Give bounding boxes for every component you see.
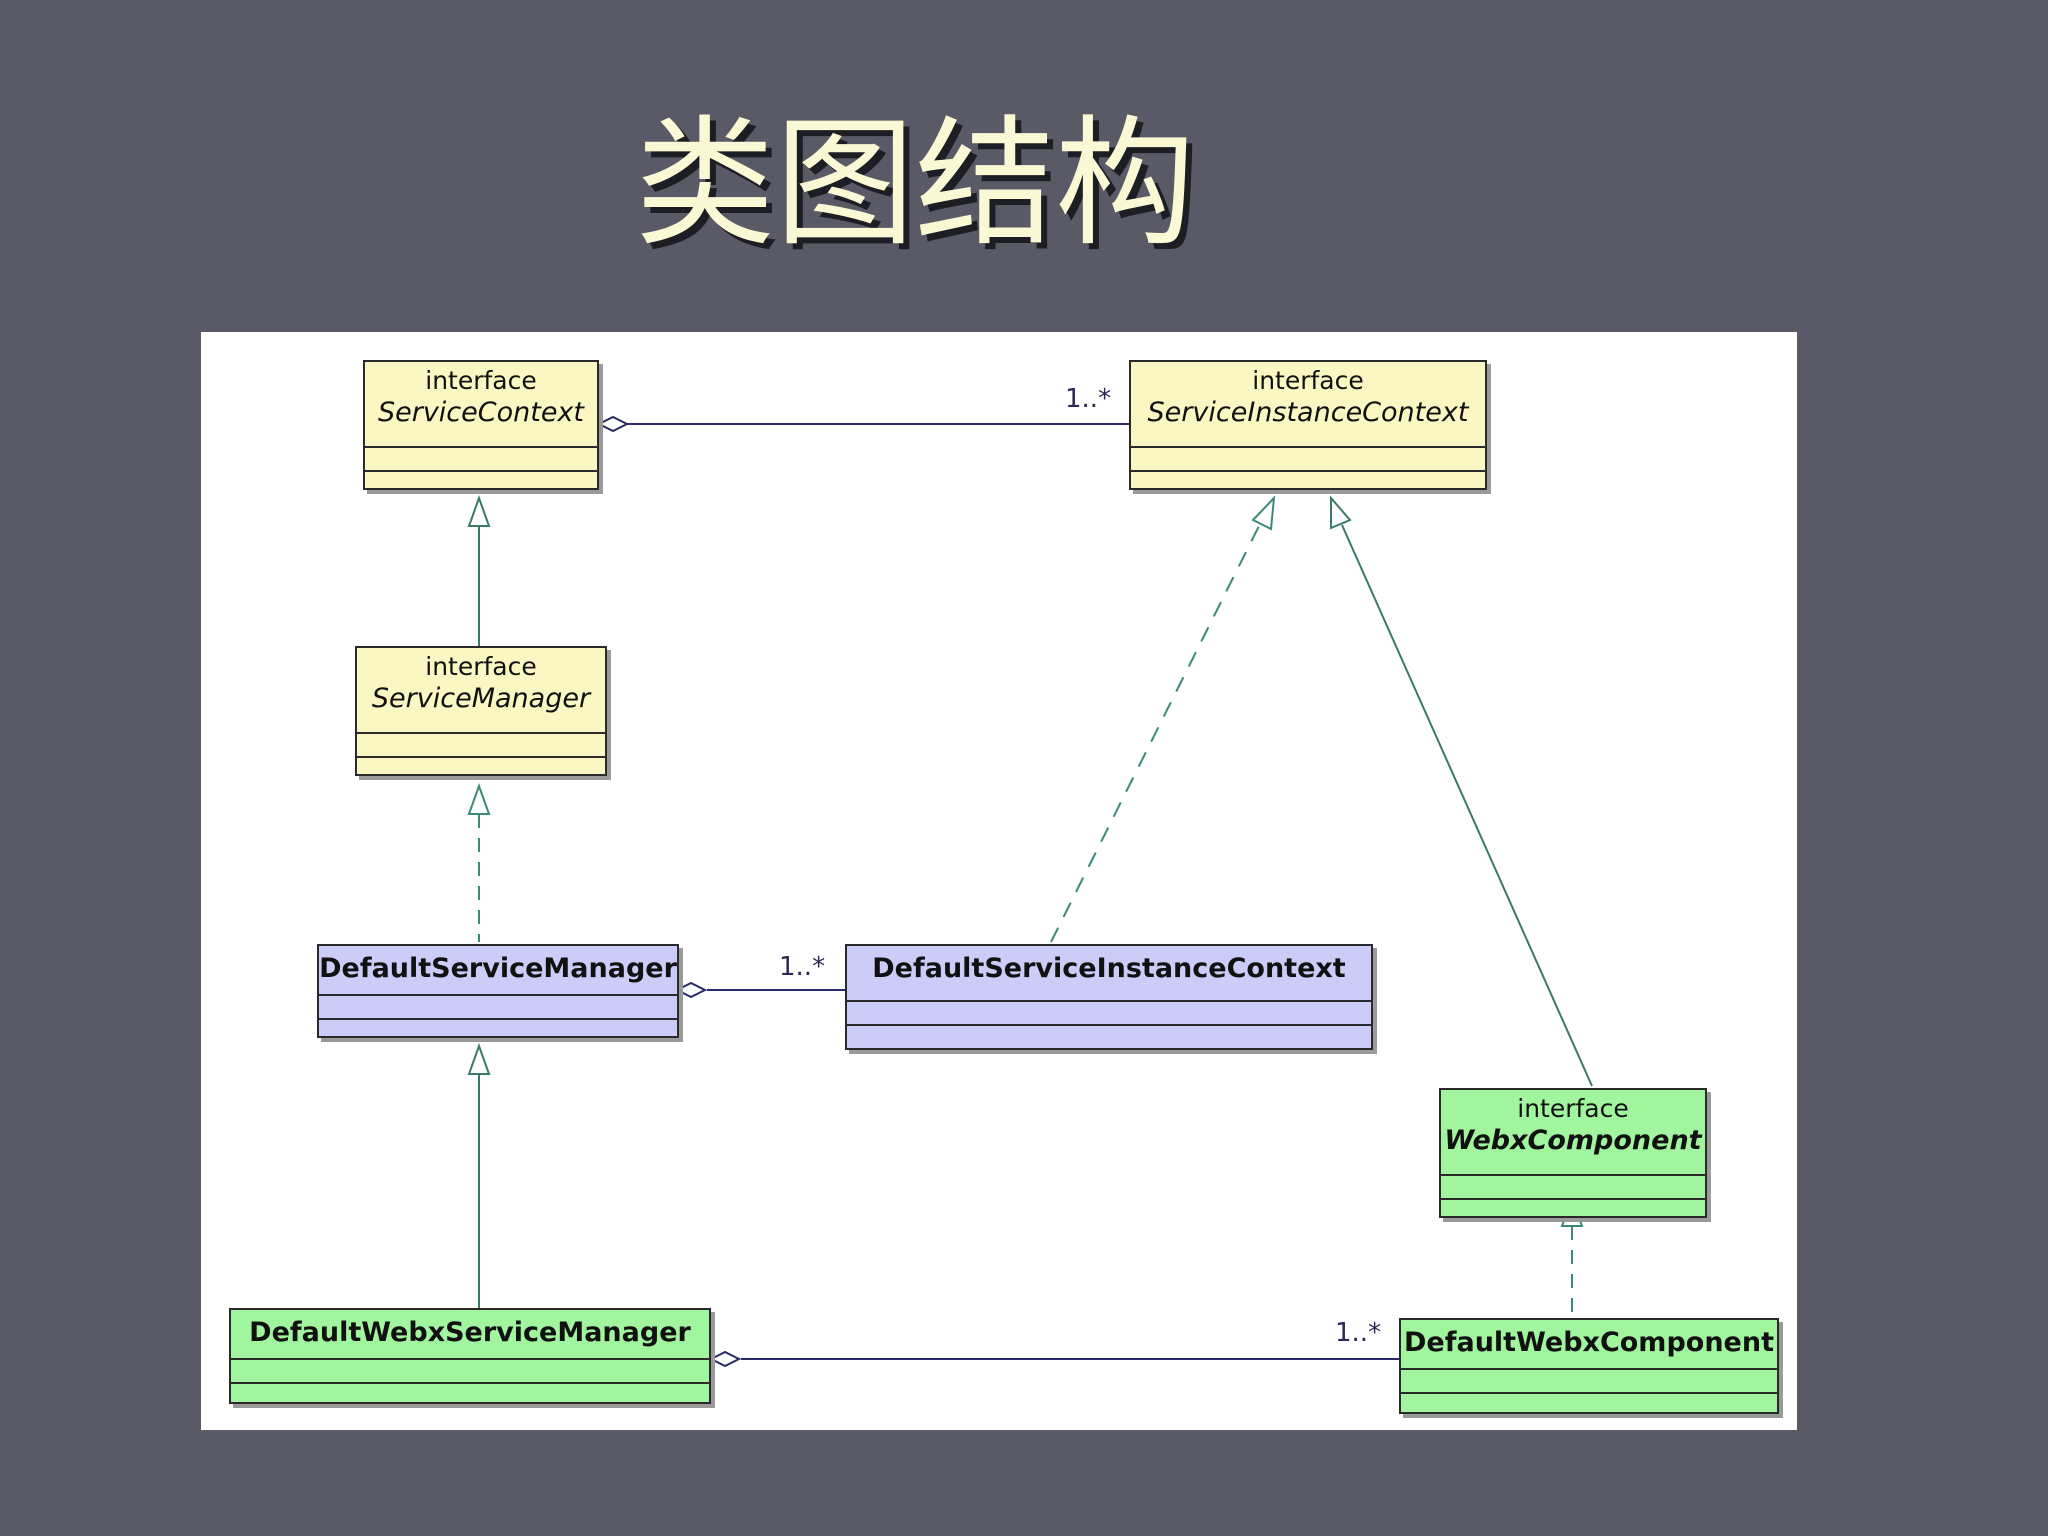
class-name: DefaultServiceInstanceContext (872, 953, 1346, 984)
class-box-defaultwebxcomponent[interactable]: DefaultWebxComponent (1399, 1318, 1779, 1414)
class-name: DefaultServiceManager (319, 953, 677, 984)
attributes-compartment (1131, 446, 1485, 470)
class-header: interface ServiceContext (365, 362, 597, 446)
generalization-webxmanager-defaultmanager (467, 1043, 491, 1310)
class-header: DefaultServiceInstanceContext (847, 946, 1371, 1000)
class-name: ServiceInstanceContext (1147, 397, 1469, 428)
multiplicity-label: 1..* (1335, 1318, 1382, 1348)
multiplicity-label: 1..* (1065, 384, 1112, 414)
operations-compartment (231, 1382, 709, 1406)
attributes-compartment (847, 1000, 1371, 1024)
class-box-webxcomponent[interactable]: interface WebxComponent (1439, 1088, 1707, 1218)
attributes-compartment (319, 994, 677, 1018)
operations-compartment (847, 1024, 1371, 1048)
stereotype-label: interface (425, 652, 537, 681)
class-name: WebxComponent (1444, 1125, 1702, 1156)
class-header: DefaultWebxServiceManager (231, 1310, 709, 1358)
aggregation-defaultmanager-defaultinstancecontext (674, 981, 845, 999)
class-box-defaultserviceinstancecontext[interactable]: DefaultServiceInstanceContext (845, 944, 1373, 1050)
attributes-compartment (231, 1358, 709, 1382)
class-header: DefaultWebxComponent (1401, 1320, 1777, 1368)
class-name: DefaultWebxComponent (1404, 1327, 1774, 1358)
uml-diagram-canvas: interface ServiceContext interface Servi… (201, 332, 1797, 1430)
stereotype-label: interface (1252, 366, 1364, 395)
operations-compartment (1441, 1198, 1705, 1222)
operations-compartment (365, 470, 597, 494)
class-box-serviceinstancecontext[interactable]: interface ServiceInstanceContext (1129, 360, 1487, 490)
attributes-compartment (1441, 1174, 1705, 1198)
attributes-compartment (1401, 1368, 1777, 1392)
operations-compartment (1131, 470, 1485, 494)
realization-defaultservicemanager-servicemanager (467, 783, 491, 942)
operations-compartment (319, 1018, 677, 1042)
class-box-servicemanager[interactable]: interface ServiceManager (355, 646, 607, 776)
class-header: interface ServiceManager (357, 648, 605, 732)
attributes-compartment (357, 732, 605, 756)
stereotype-label: interface (1517, 1094, 1629, 1123)
stereotype-label: interface (425, 366, 537, 395)
class-box-servicecontext[interactable]: interface ServiceContext (363, 360, 599, 490)
class-box-defaultwebxservicemanager[interactable]: DefaultWebxServiceManager (229, 1308, 711, 1404)
class-name: DefaultWebxServiceManager (249, 1317, 691, 1348)
realization-defaultinstancecontext-instancecontext (1050, 495, 1276, 943)
generalization-servicemanager-servicecontext (467, 495, 491, 646)
class-name: ServiceManager (371, 683, 591, 714)
aggregation-webxmanager-webxcomponent (708, 1350, 1401, 1368)
slide-title: 类图结构 (634, 103, 1195, 266)
generalization-webxcomponent-instancecontext (1330, 495, 1593, 1087)
class-box-defaultservicemanager[interactable]: DefaultServiceManager (317, 944, 679, 1038)
uml-connectors (467, 415, 1593, 1368)
class-name: ServiceContext (377, 397, 585, 428)
multiplicity-label: 1..* (779, 952, 826, 982)
class-header: DefaultServiceManager (319, 946, 677, 994)
operations-compartment (357, 756, 605, 780)
class-header: interface WebxComponent (1441, 1090, 1705, 1174)
class-header: interface ServiceInstanceContext (1131, 362, 1485, 446)
operations-compartment (1401, 1392, 1777, 1416)
attributes-compartment (365, 446, 597, 470)
aggregation-servicecontext-instancecontext (596, 415, 1129, 433)
